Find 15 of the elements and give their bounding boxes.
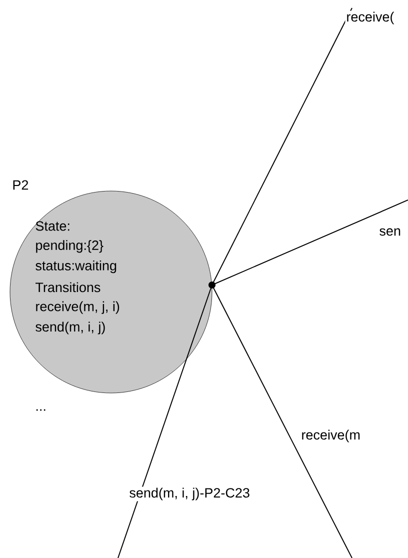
line [212,8,352,286]
state-text: receive(m, j, i) [36,301,120,314]
state-text: pending:{2} [36,240,104,253]
edge-label: receive(m [300,428,362,444]
edge-label: receive( [345,10,396,26]
state-text: Transitions [36,282,100,292]
state-text: State: [36,221,70,231]
node-heading: P2 [13,180,28,190]
state-text: send(m, i, j) [36,322,105,334]
edge-label: sen [378,227,402,237]
edge-label: send(m, i, j)-P2-C23 [128,486,251,502]
ellipsis-text: ... [36,409,46,411]
junction-dot [208,282,216,288]
line [212,284,352,558]
state-text: status:waiting [36,260,116,274]
